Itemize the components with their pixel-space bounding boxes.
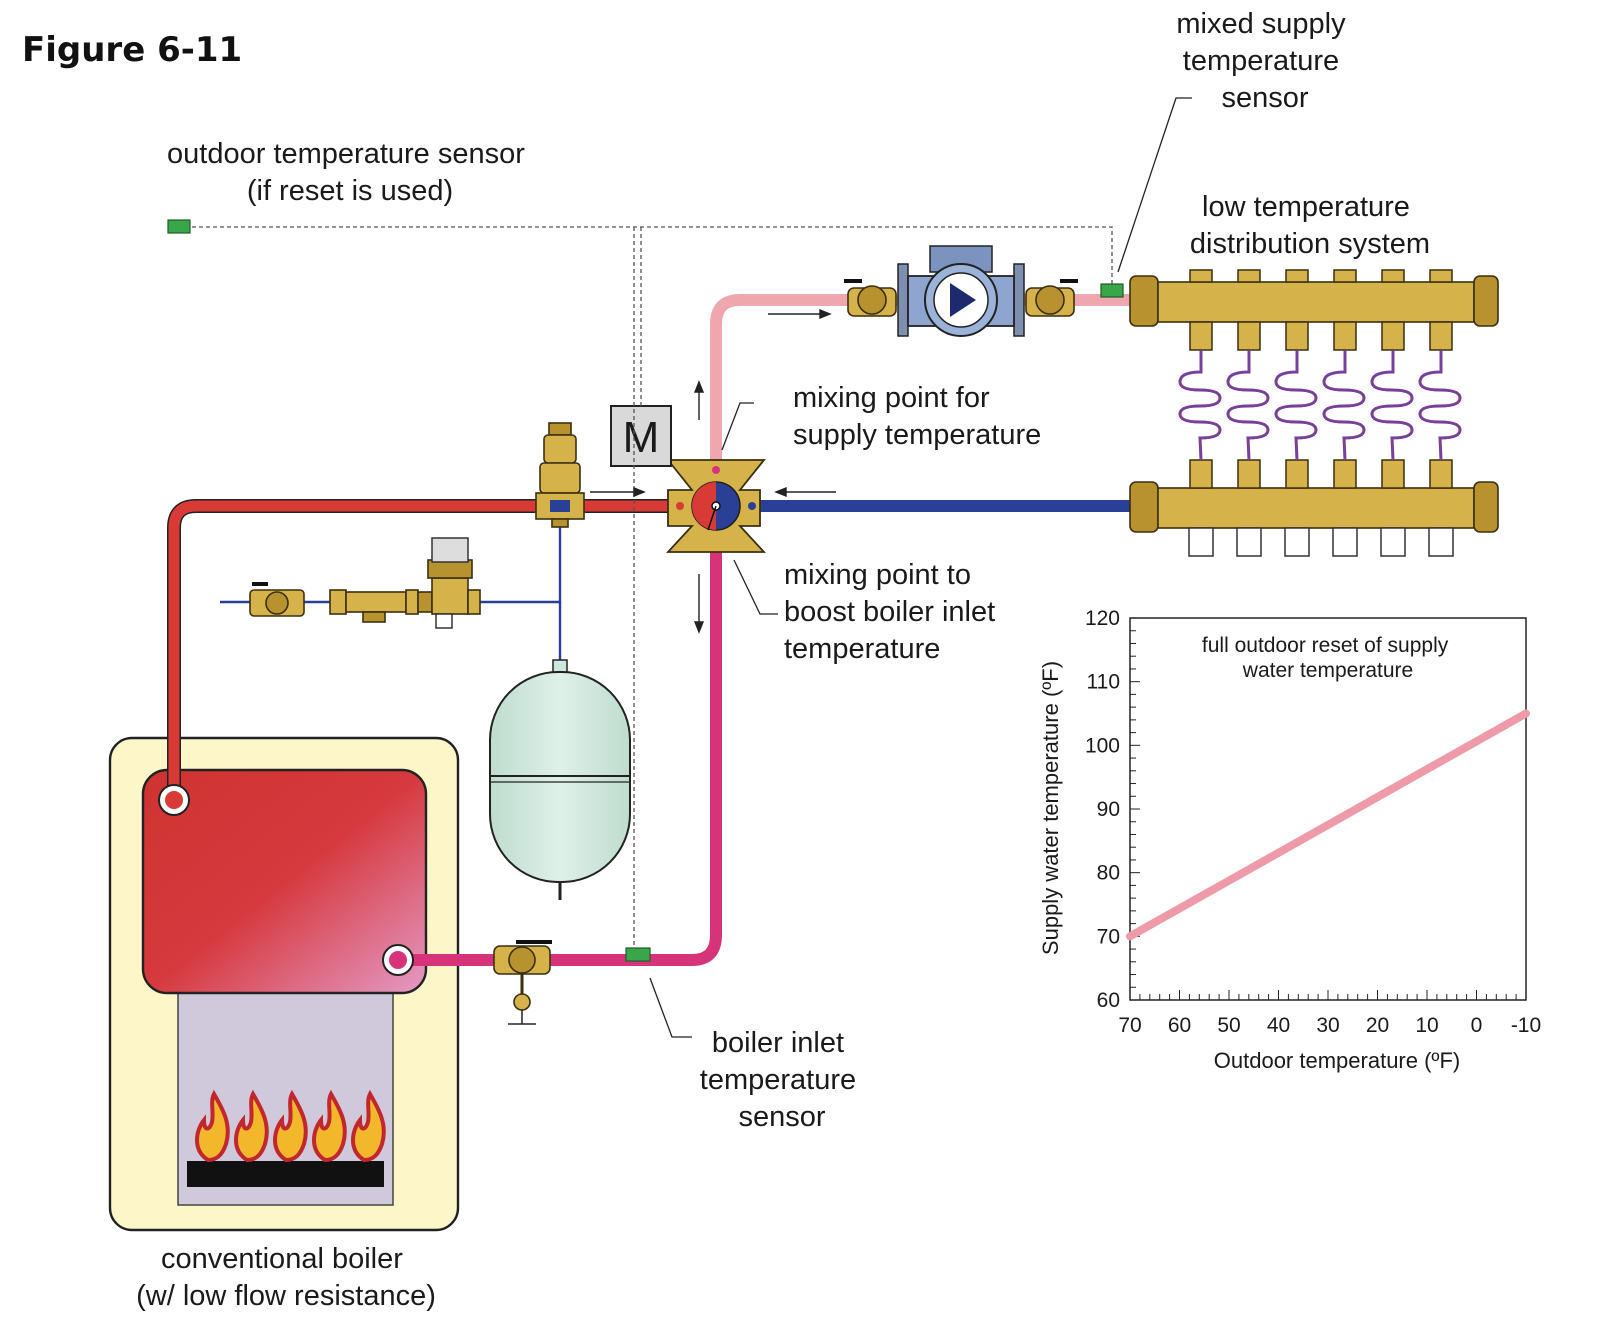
- boiler-inlet-valve: [493, 940, 552, 1025]
- boiler-supply-pipe: [168, 500, 690, 800]
- x-tick-label: 10: [1415, 1014, 1438, 1037]
- boiler-inlet-pipe: [398, 545, 722, 966]
- mixed-supply-sensor: [1100, 283, 1124, 298]
- actuator-label: M: [623, 413, 660, 462]
- x-tick-label: 20: [1366, 1014, 1389, 1037]
- control-wiring: [192, 226, 1113, 948]
- x-tick-label: 40: [1267, 1014, 1290, 1037]
- chart-plot-area: [1129, 617, 1527, 1001]
- mixing-valve[interactable]: [665, 459, 767, 553]
- fill-valve-assembly: [249, 537, 481, 629]
- distribution-loops: [1178, 350, 1462, 461]
- circulator-assembly: [844, 245, 1078, 337]
- heat-exchanger: [141, 768, 428, 995]
- y-tick-label: 80: [1097, 862, 1120, 885]
- play-triangle-icon: [950, 283, 976, 317]
- x-tick-label: -10: [1511, 1014, 1541, 1037]
- flow-arrows: [590, 308, 836, 634]
- return-manifold: [1129, 459, 1499, 557]
- mixed-supply-sensor-label: mixed supply temperature sensor: [1176, 8, 1353, 114]
- chart-y-tick-labels: 60 70 80 90 100 110 120: [1085, 607, 1120, 1012]
- reset-curve-line: [1126, 709, 1530, 941]
- chart-y-axis-title: Supply water temperature (ºF): [1038, 661, 1063, 955]
- chart-tick-marks: [1129, 617, 1527, 1001]
- flames: [195, 1089, 386, 1163]
- y-tick-label: 100: [1085, 734, 1120, 757]
- x-tick-label: 60: [1168, 1014, 1191, 1037]
- x-tick-label: 70: [1118, 1014, 1141, 1037]
- boiler-inlet-sensor-label: boiler inlet temperature sensor: [700, 1027, 864, 1133]
- x-tick-label: 0: [1471, 1014, 1483, 1037]
- chart-x-axis-title: Outdoor temperature (ºF): [1214, 1048, 1460, 1073]
- y-tick-label: 70: [1097, 925, 1120, 948]
- outdoor-sensor-label: outdoor temperature sensor (if reset is …: [167, 138, 533, 207]
- chart-series: [1126, 709, 1530, 941]
- y-tick-label: 110: [1087, 671, 1120, 694]
- y-tick-label: 60: [1097, 989, 1120, 1012]
- y-tick-label: 120: [1085, 607, 1120, 630]
- chart-x-tick-labels: 70 60 50 40 30 20 10 0 -10: [1118, 1014, 1541, 1037]
- chart-annotation: full outdoor reset of supply water tempe…: [1202, 634, 1454, 682]
- boiler-inlet-sensor: [625, 947, 651, 962]
- figure-title: Figure 6-11: [22, 30, 242, 70]
- supply-manifold: [1129, 269, 1499, 351]
- air-separator: [535, 422, 585, 528]
- outdoor-temperature-sensor: [167, 219, 191, 234]
- leader-lines: [649, 97, 1192, 1038]
- x-tick-label: 30: [1316, 1014, 1339, 1037]
- mixing-supply-label: mixing point for supply temperature: [793, 382, 1041, 451]
- piping: [167, 294, 1136, 966]
- valve-actuator[interactable]: M: [610, 405, 672, 467]
- y-tick-label: 90: [1097, 798, 1120, 821]
- mixed-supply-pipe: [710, 294, 1132, 470]
- burner: [187, 1161, 384, 1187]
- x-tick-label: 50: [1217, 1014, 1240, 1037]
- boiler-label: conventional boiler (w/ low flow resista…: [136, 1243, 436, 1312]
- expansion-tank: [489, 659, 631, 900]
- boiler: [108, 736, 460, 1232]
- mixing-boost-label: mixing point to boost boiler inlet tempe…: [784, 559, 1003, 665]
- distribution-system-label: low temperature distribution system: [1190, 191, 1430, 260]
